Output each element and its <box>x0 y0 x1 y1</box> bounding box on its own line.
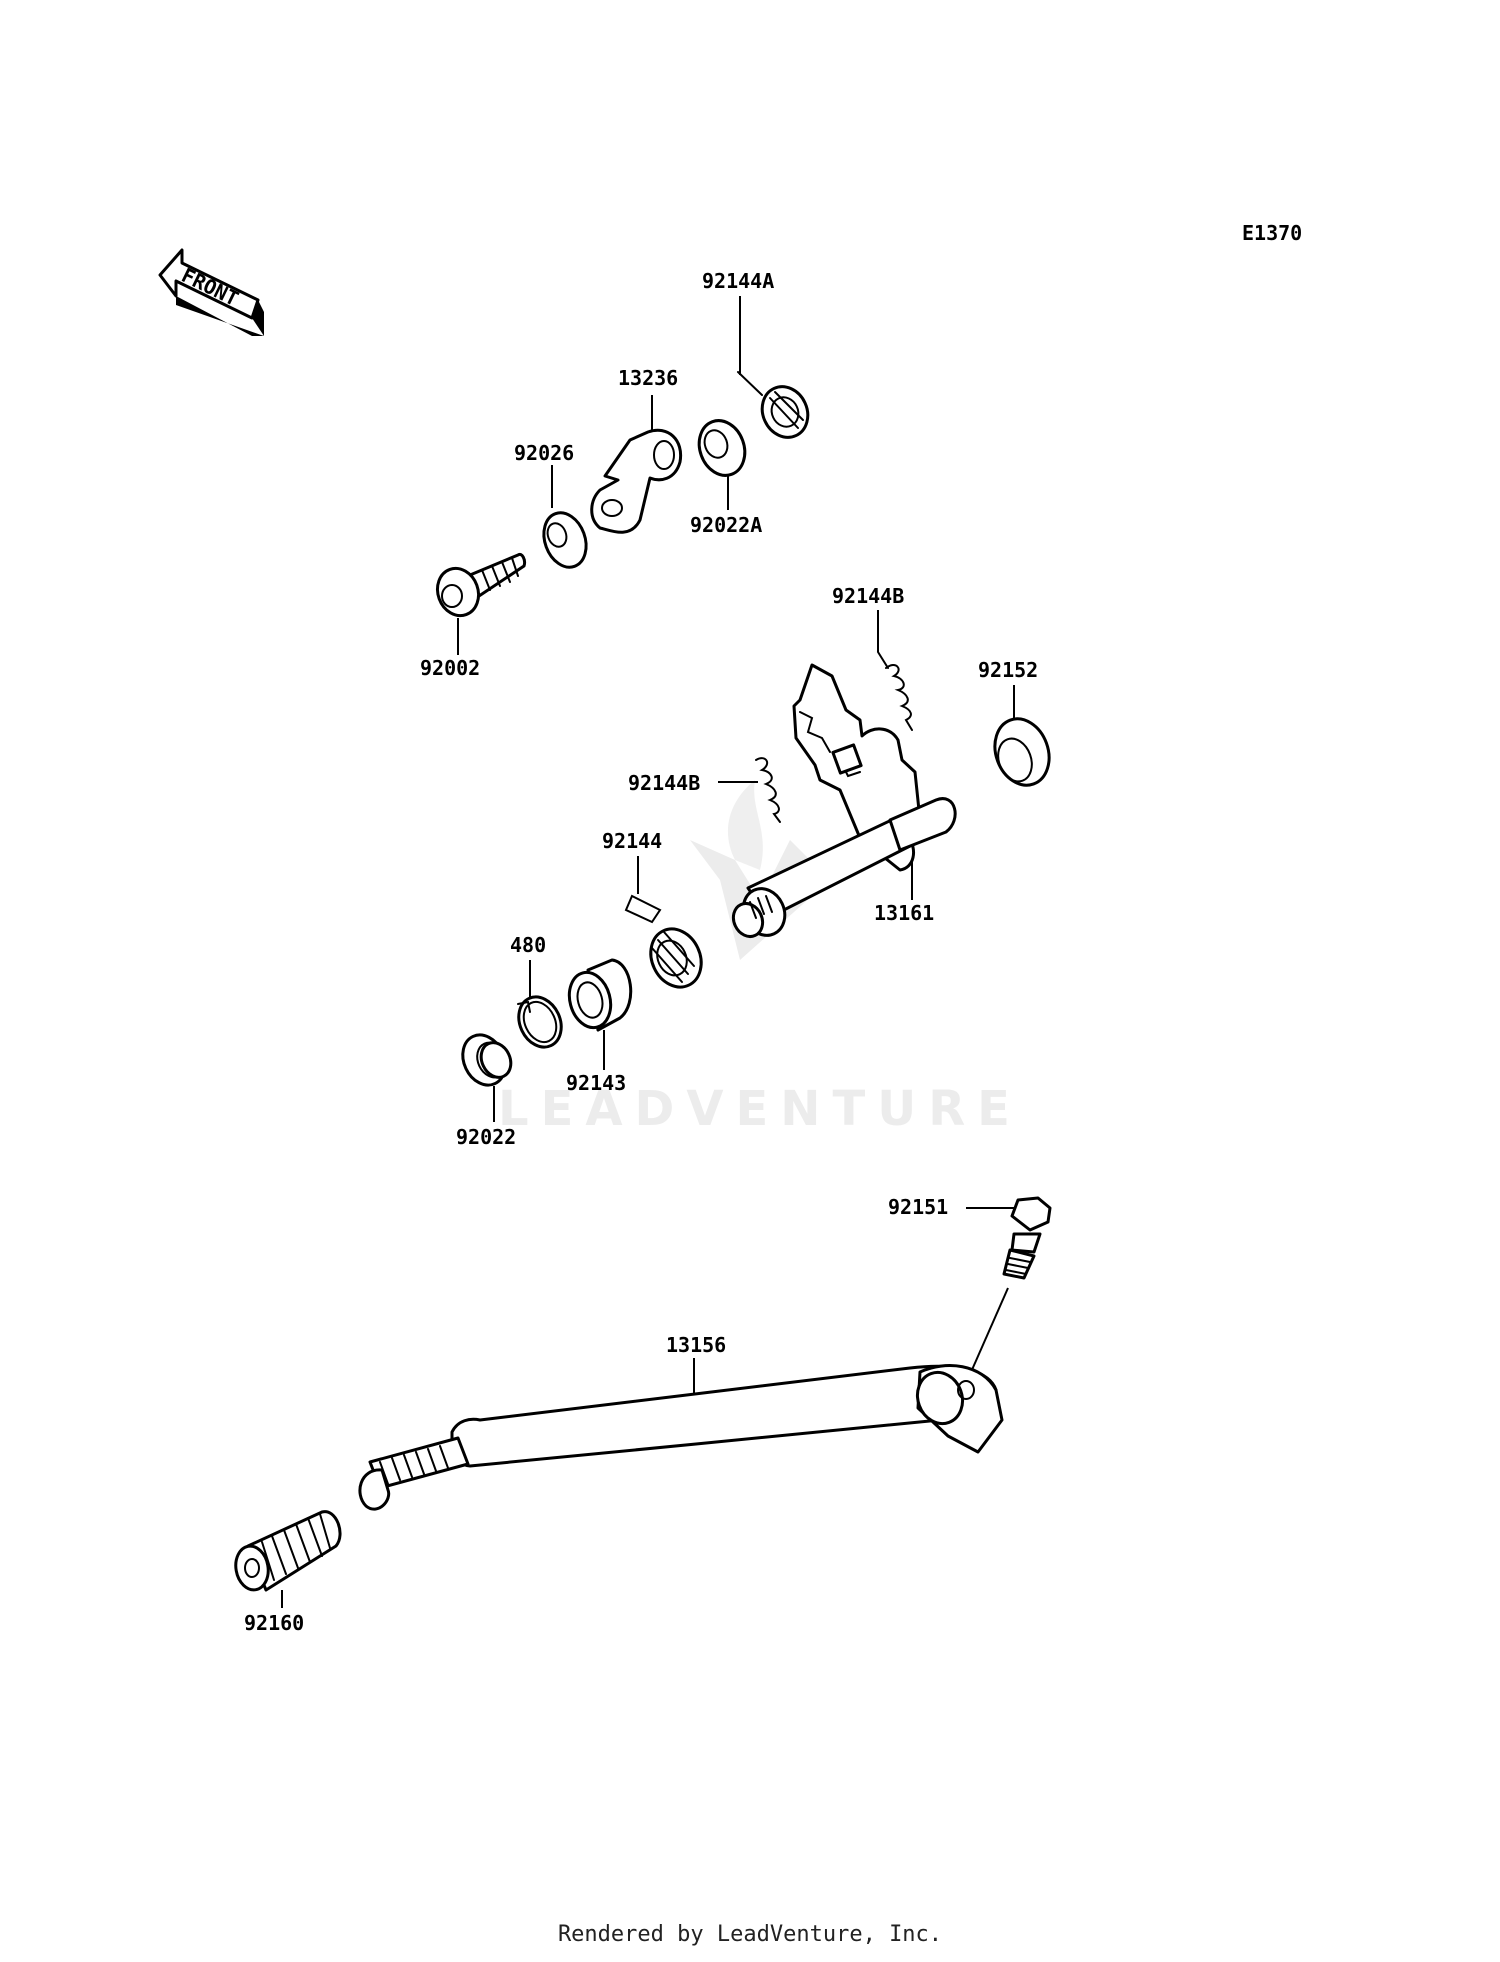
label-92022A: 92022A <box>690 513 762 537</box>
part-92160-pedal-rubber <box>234 1510 342 1608</box>
footer-credit: Rendered by LeadVenture, Inc. <box>557 1922 943 1947</box>
label-480: 480 <box>510 933 546 957</box>
part-92144B-top-spring <box>877 610 913 731</box>
part-92143-collar <box>567 958 633 1070</box>
part-13236-arm <box>590 395 683 534</box>
label-92143: 92143 <box>566 1071 626 1095</box>
part-13156-shift-pedal <box>358 1358 1004 1511</box>
part-92002-bolt <box>435 552 526 655</box>
label-92144A: 92144A <box>702 269 774 293</box>
part-92151-bolt <box>963 1196 1052 1389</box>
part-92152-seal <box>993 685 1051 787</box>
label-92152: 92152 <box>978 658 1038 682</box>
label-92026: 92026 <box>514 441 574 465</box>
label-92144: 92144 <box>602 829 662 853</box>
label-13236: 13236 <box>618 366 678 390</box>
label-92151: 92151 <box>888 1195 948 1219</box>
part-92022A-washer <box>697 419 747 510</box>
front-arrow-icon: FRONT <box>158 248 264 336</box>
part-92144A-spring <box>737 296 810 439</box>
label-92160: 92160 <box>244 1611 304 1635</box>
part-92144B-mid-spring <box>718 757 781 823</box>
part-92026-washer <box>542 465 588 569</box>
part-13161-shift-shaft <box>731 663 957 939</box>
watermark-text: LEADVENTURE <box>498 1081 1022 1137</box>
label-13161: 13161 <box>874 901 934 925</box>
label-92144B-mid: 92144B <box>628 771 700 795</box>
part-92144-spring <box>624 856 703 989</box>
label-92022: 92022 <box>456 1125 516 1149</box>
label-13156: 13156 <box>666 1333 726 1357</box>
label-92144B-top: 92144B <box>832 584 904 608</box>
diagram-code: E1370 <box>1242 221 1302 245</box>
label-92002: 92002 <box>420 656 480 680</box>
part-92022-washer <box>461 1033 513 1122</box>
part-480-circlip <box>517 960 563 1049</box>
